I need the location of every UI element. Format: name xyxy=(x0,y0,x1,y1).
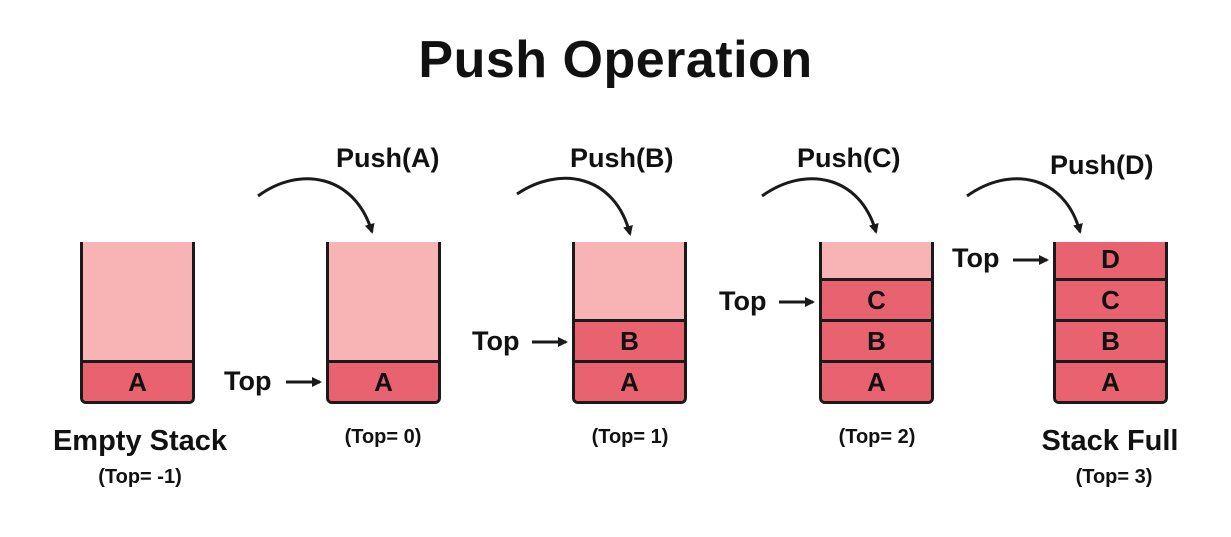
stack-push-a: A xyxy=(326,242,441,404)
stack-cell-a: A xyxy=(822,360,931,401)
push-arrow-a xyxy=(257,177,375,234)
stack-cell-b: B xyxy=(1056,319,1165,360)
top-label: Top xyxy=(719,286,767,316)
push-arrow-b xyxy=(516,176,633,236)
caption-top-value: (Top= 2) xyxy=(838,426,916,448)
stack-cell-b: B xyxy=(822,319,931,360)
caption-top-value: (Top= 1) xyxy=(591,426,669,448)
caption-top-value: (Top= -1) xyxy=(98,466,182,488)
stack-cell-c: C xyxy=(1056,278,1165,319)
push-arrow-d xyxy=(966,177,1083,234)
top-label: Top xyxy=(952,243,1000,273)
stack-cell-a: A xyxy=(329,360,438,401)
top-label: Top xyxy=(472,326,520,356)
caption-top-value: (Top= 0) xyxy=(344,426,422,448)
caption-empty-stack: Empty Stack xyxy=(52,425,228,457)
push-label-c: Push(C) xyxy=(797,143,901,173)
stack-cell-d: D xyxy=(1056,242,1165,278)
caption-stack-full: Stack Full xyxy=(1041,425,1179,457)
stack-cell-a: A xyxy=(575,360,684,401)
push-label-b: Push(B) xyxy=(570,143,674,173)
top-label: Top xyxy=(224,366,272,396)
caption-top-value: (Top= 3) xyxy=(1075,466,1153,488)
stack-cell-a: A xyxy=(83,360,192,401)
stack-empty: A xyxy=(80,242,195,404)
push-label-a: Push(A) xyxy=(336,143,440,173)
diagram-title: Push Operation xyxy=(418,31,813,89)
push-label-d: Push(D) xyxy=(1050,150,1154,180)
stack-cell-c: C xyxy=(822,278,931,319)
stack-cell-b: B xyxy=(575,319,684,360)
push-arrow-c xyxy=(761,177,879,234)
stack-cell-a: A xyxy=(1056,360,1165,401)
